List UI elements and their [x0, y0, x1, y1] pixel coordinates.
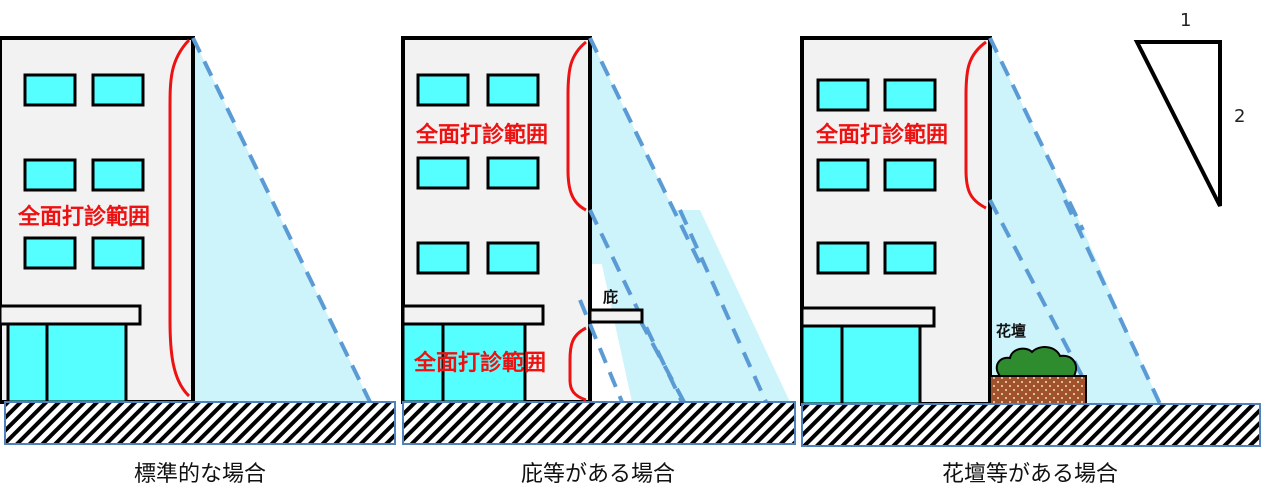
- inspection-range-label-upper: 全面打診範囲: [415, 122, 548, 148]
- inspection-range-bracket: [964, 40, 987, 210]
- ratio-vertical-label: 2: [1234, 106, 1245, 127]
- panel-standard: 全面打診範囲 標準的な場合: [0, 36, 396, 487]
- inspection-range-bracket: [168, 38, 191, 398]
- shrub: [995, 346, 1078, 377]
- dashed-2to1-line: [988, 199, 1084, 377]
- slope-triangle: [1133, 40, 1222, 207]
- dashed-2to1-line: [988, 37, 1085, 231]
- dashed-2to1-line: [1063, 199, 1162, 405]
- inspection-range-label: 全面打診範囲: [17, 204, 150, 230]
- entrance-glass: [800, 324, 922, 406]
- entrance-canopy: [401, 304, 545, 326]
- dashed-2to1-line: [678, 209, 768, 403]
- inspection-range-bracket-upper: [566, 40, 587, 212]
- inspection-zone-shadow-lower: [590, 210, 790, 402]
- dashed-2to1-line: [578, 299, 624, 403]
- ground-hatch: [801, 403, 1261, 447]
- panel-caption: 庇等がある場合: [521, 462, 675, 487]
- panel-canopy: 庇 全面打診範囲 全面打診範囲 庇等がある場合: [401, 36, 796, 487]
- windows: [23, 73, 145, 270]
- inspection-range-bracket-lower: [568, 326, 587, 402]
- windows: [416, 73, 540, 275]
- ratio-horizontal-label: 1: [1180, 10, 1191, 31]
- flower-bed-planter: [989, 375, 1087, 405]
- flower-bed-label: 花壇: [996, 322, 1026, 340]
- eave-canopy: [588, 308, 644, 324]
- dashed-2to1-line: [191, 37, 372, 403]
- entrance-canopy: [0, 304, 142, 326]
- slope-ratio-legend: 1 2: [1133, 10, 1245, 207]
- dashed-2to1-line: [638, 319, 686, 403]
- dashed-2to1-line: [588, 37, 702, 265]
- entrance-canopy: [800, 306, 936, 328]
- ground-hatch: [4, 401, 396, 445]
- panel-caption: 標準的な場合: [134, 462, 266, 487]
- windows: [816, 78, 937, 275]
- inspection-range-label: 全面打診範囲: [815, 122, 948, 148]
- inspection-zone-shadow: [193, 38, 370, 402]
- ground-hatch: [402, 401, 796, 445]
- panel-caption: 花壇等がある場合: [942, 462, 1118, 487]
- dashed-2to1-line: [588, 209, 684, 403]
- inspection-range-label-lower: 全面打診範囲: [413, 350, 546, 376]
- panel-flowerbed: 全面打診範囲 花壇 花壇等がある場合: [800, 36, 1261, 487]
- entrance-glass: [6, 322, 128, 404]
- eave-label: 庇: [603, 288, 618, 306]
